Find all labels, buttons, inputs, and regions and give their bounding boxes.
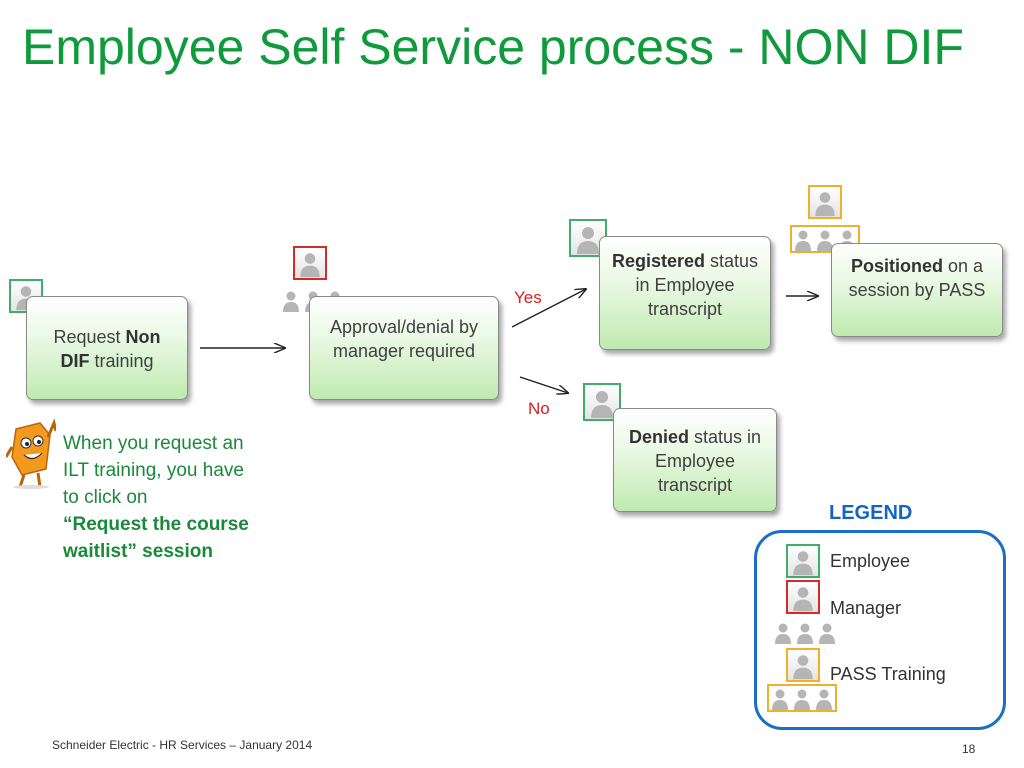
page-number: 18 xyxy=(962,742,976,756)
legend-pass-icon xyxy=(786,648,820,682)
legend-pass-label: PASS Training xyxy=(830,664,946,684)
arrow-yes xyxy=(511,289,586,328)
arrow-no xyxy=(519,376,568,393)
mascot-icon xyxy=(6,418,56,489)
no-branch-label: No xyxy=(528,399,550,418)
yes-branch-label: Yes xyxy=(514,288,542,307)
positioned-status-box: Positioned on a session by PASS xyxy=(831,243,1003,337)
approval-box: Approval/denial by manager required xyxy=(309,296,499,400)
legend-title: LEGEND xyxy=(829,502,913,524)
legend-employee-icon xyxy=(786,544,820,578)
legend-manager-icon xyxy=(786,580,820,614)
manager-avatar-icon xyxy=(293,246,327,280)
page-title: Employee Self Service process - NON DIF xyxy=(22,19,964,75)
legend-manager-label: Manager xyxy=(830,598,902,618)
pass-avatar-icon xyxy=(808,185,842,219)
legend-pass-team-icon xyxy=(767,684,837,712)
denied-status-box: Denied status in Employee transcript xyxy=(613,408,777,512)
legend-manager-team-icon xyxy=(772,620,838,644)
footer-text: Schneider Electric - HR Services – Janua… xyxy=(52,738,313,752)
pass-team-icon xyxy=(790,225,860,253)
legend-box xyxy=(754,530,1006,730)
instruction-note: When you request an ILT training, you ha… xyxy=(63,433,249,562)
registered-status-box: Registered status in Employee transcript xyxy=(599,236,771,350)
request-non-dif-box: Request Non DIF training xyxy=(26,296,188,400)
legend-employee-label: Employee xyxy=(830,551,911,571)
